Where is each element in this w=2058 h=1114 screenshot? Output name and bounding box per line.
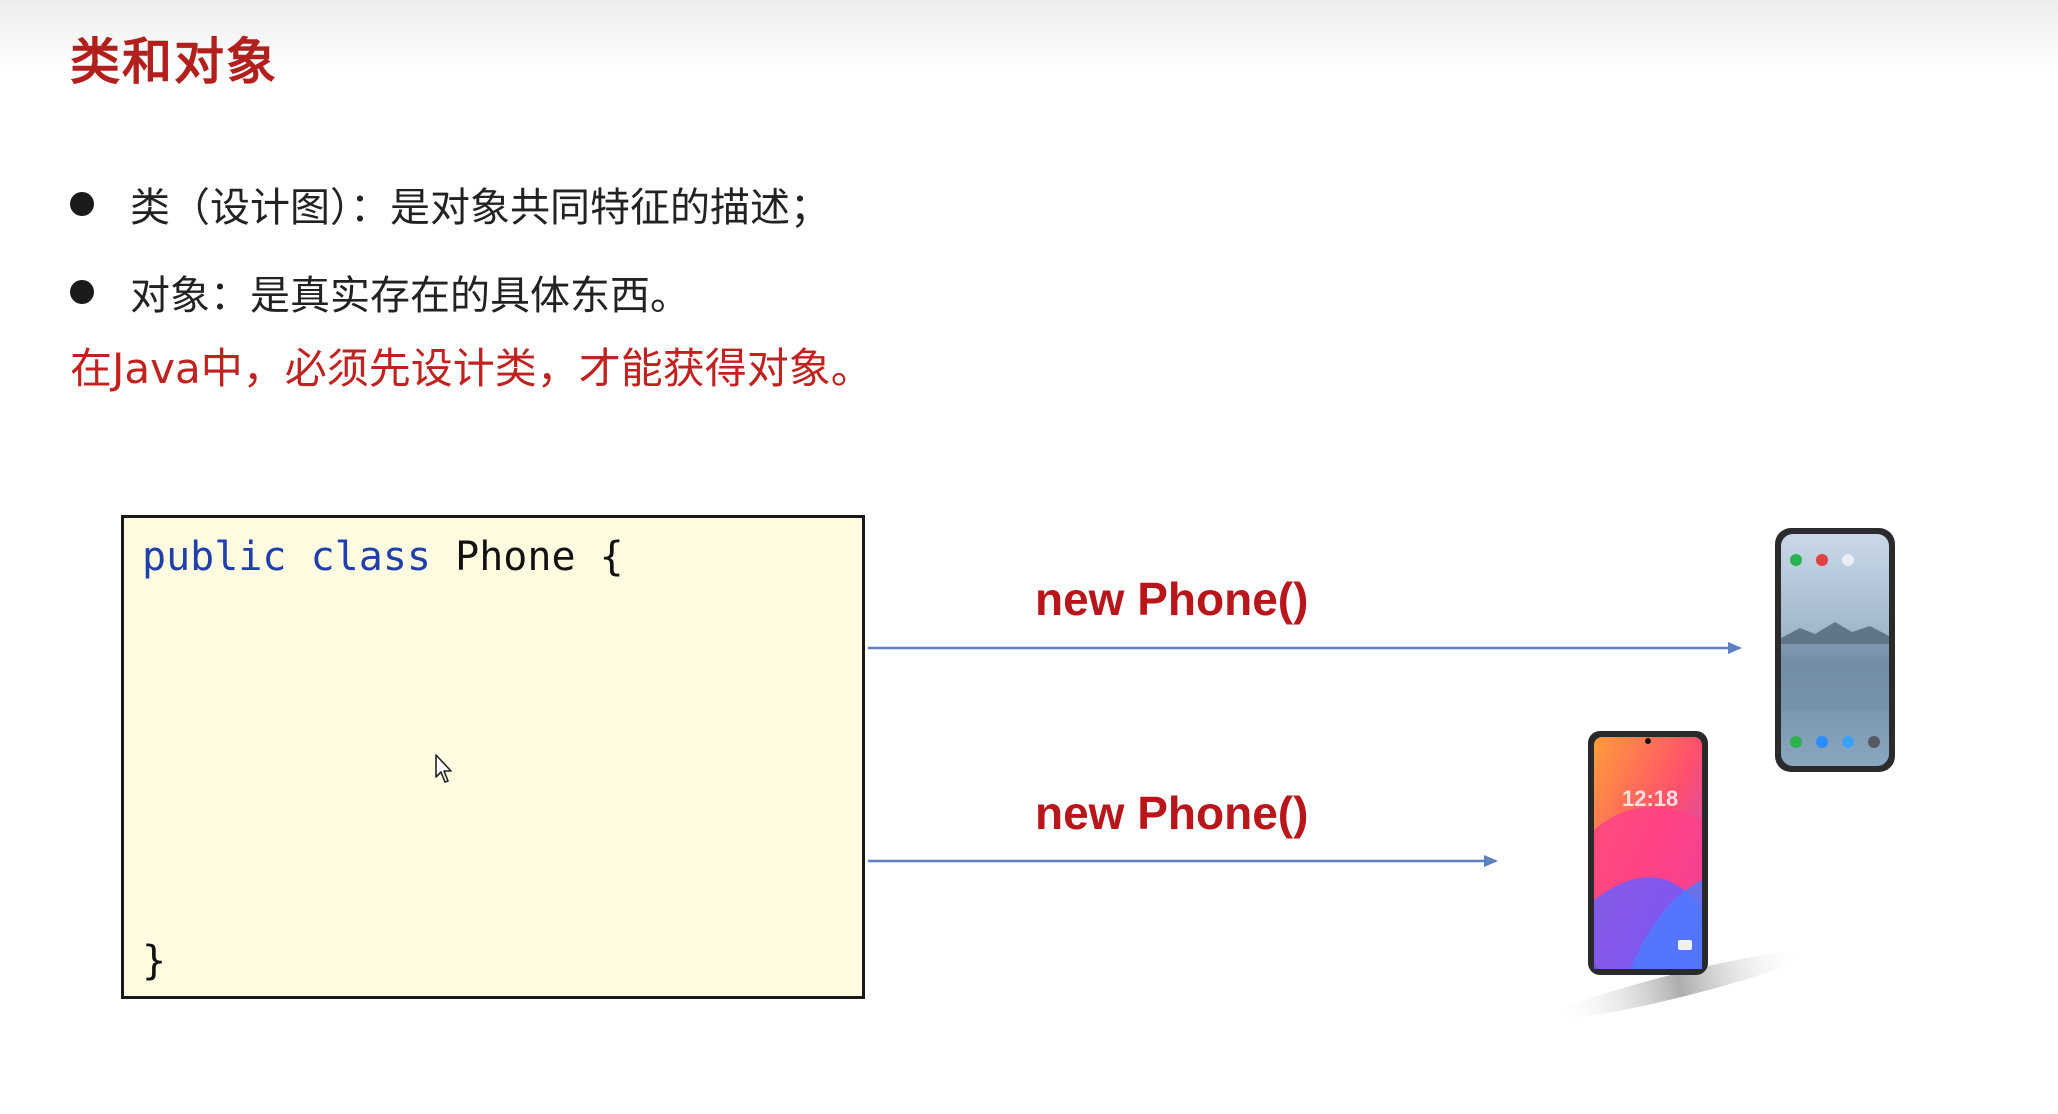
code-line-declaration: public class Phone {	[142, 534, 624, 580]
mouse-pointer-icon	[435, 754, 452, 783]
top-shade	[0, 0, 2058, 70]
bullet-text: 对象：是真实存在的具体东西。	[130, 273, 690, 319]
close-brace: }	[142, 938, 167, 984]
keyword-class: class	[310, 534, 432, 580]
bullet-text: 类（设计图）：是对象共同特征的描述；	[130, 185, 830, 231]
arrow-label-top: new Phone()	[1035, 573, 1309, 625]
keyword-public: public	[142, 534, 287, 580]
bullet-item-class: 类（设计图）：是对象共同特征的描述；	[70, 160, 830, 248]
bullet-list: 类（设计图）：是对象共同特征的描述； 对象：是真实存在的具体东西。	[70, 160, 830, 336]
bullet-dot-icon	[70, 280, 94, 304]
phone-time-display: 12:18	[1622, 786, 1679, 811]
phone-image-1	[1775, 528, 1895, 772]
slide-title: 类和对象	[70, 33, 278, 91]
emphasis-text: 在Java中，必须先设计类，才能获得对象。	[70, 344, 873, 393]
code-box: public class Phone { }	[121, 515, 865, 999]
open-brace: {	[599, 534, 624, 580]
bullet-item-object: 对象：是真实存在的具体东西。	[70, 248, 830, 336]
arrow-label-bottom: new Phone()	[1035, 787, 1309, 839]
phone-image-2	[1553, 731, 1807, 1019]
bullet-dot-icon	[70, 192, 94, 216]
class-name: Phone	[455, 534, 576, 580]
